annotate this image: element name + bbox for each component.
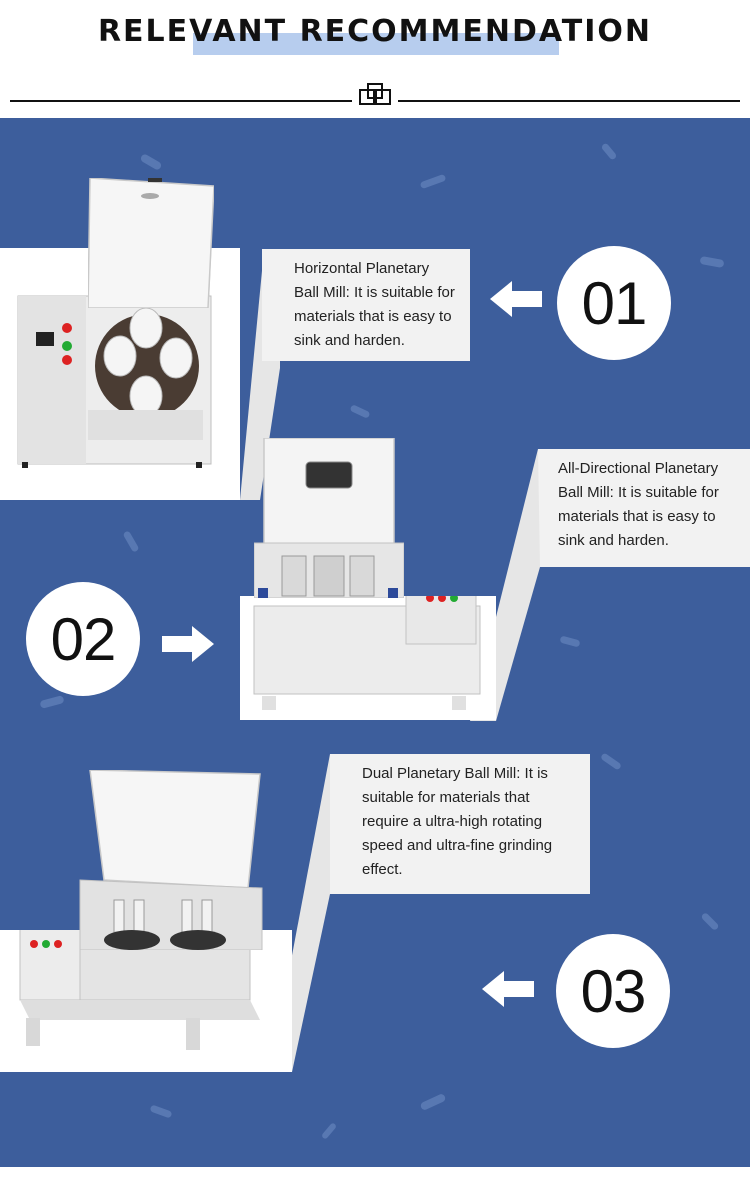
number-badge-03: 03 bbox=[556, 934, 670, 1048]
description-card-02: All-Directional Planetary Ball Mill: It … bbox=[538, 449, 750, 567]
page-title: RELEVANT RECOMMENDATION bbox=[97, 14, 653, 49]
number-badge-02: 02 bbox=[26, 582, 140, 696]
title-highlight bbox=[193, 33, 559, 55]
product-image-dual-planetary-ball-mill bbox=[0, 930, 292, 1072]
arrow-left-icon bbox=[490, 281, 542, 317]
arrow-left-icon bbox=[482, 971, 534, 1007]
overlapping-squares-icon bbox=[358, 82, 394, 108]
description-card-01: Horizontal Planetary Ball Mill: It is su… bbox=[262, 249, 470, 361]
description-text-01: Horizontal Planetary Ball Mill: It is su… bbox=[294, 260, 455, 349]
lid-dual-planetary-ball-mill bbox=[70, 770, 270, 950]
divider-left bbox=[10, 100, 352, 102]
bottom-strip bbox=[0, 1167, 750, 1184]
description-text-03: Dual Planetary Ball Mill: It is suitable… bbox=[362, 765, 553, 878]
recommendation-panel: Horizontal Planetary Ball Mill: It is su… bbox=[0, 118, 750, 1167]
arrow-right-icon bbox=[162, 626, 214, 662]
product-image-all-directional-planetary-ball-mill bbox=[240, 596, 496, 720]
lid-horizontal-planetary-ball-mill bbox=[88, 178, 214, 308]
header: RELEVANT RECOMMENDATION bbox=[0, 0, 750, 118]
description-card-03: Dual Planetary Ball Mill: It is suitable… bbox=[330, 754, 590, 894]
lid-all-directional-planetary-ball-mill bbox=[254, 438, 404, 598]
number-badge-01: 01 bbox=[557, 246, 671, 360]
description-text-02: All-Directional Planetary Ball Mill: It … bbox=[558, 460, 719, 549]
divider-right bbox=[398, 100, 740, 102]
